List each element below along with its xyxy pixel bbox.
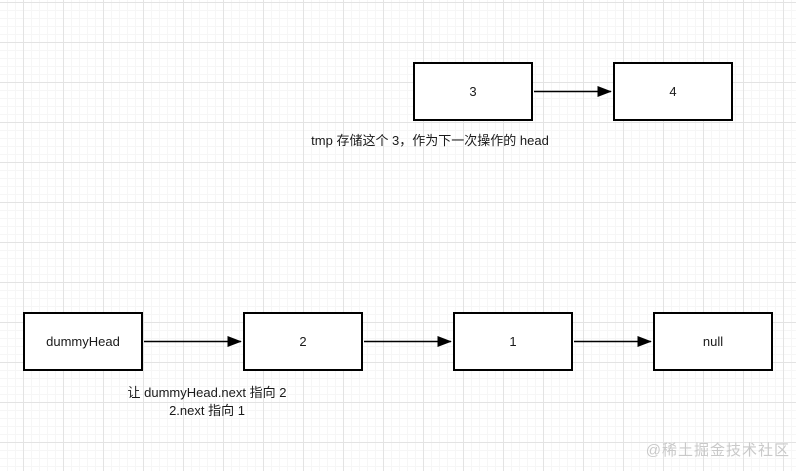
juejin-watermark: @稀土掘金技术社区 (645, 442, 790, 459)
list-node-4: 4 (613, 62, 733, 121)
caption-pointer-note: 让 dummyHead.next 指向 2 2.next 指向 1 (107, 384, 307, 420)
node-label: 3 (469, 84, 477, 99)
list-node-2: 2 (243, 312, 363, 371)
node-label: 2 (299, 334, 307, 349)
caption-tmp-note: tmp 存储这个 3，作为下一次操作的 head (311, 133, 549, 148)
list-node-1: 1 (453, 312, 573, 371)
node-label: 4 (669, 84, 677, 99)
node-label: 1 (509, 334, 517, 349)
node-label: null (702, 334, 724, 349)
caption-line-2: 2.next 指向 1 (169, 403, 245, 418)
list-node-null: null (653, 312, 773, 371)
list-node-dummyhead: dummyHead (23, 312, 143, 371)
node-label: dummyHead (46, 334, 120, 349)
list-node-3: 3 (413, 62, 533, 121)
caption-line-1: 让 dummyHead.next 指向 2 (127, 385, 287, 400)
